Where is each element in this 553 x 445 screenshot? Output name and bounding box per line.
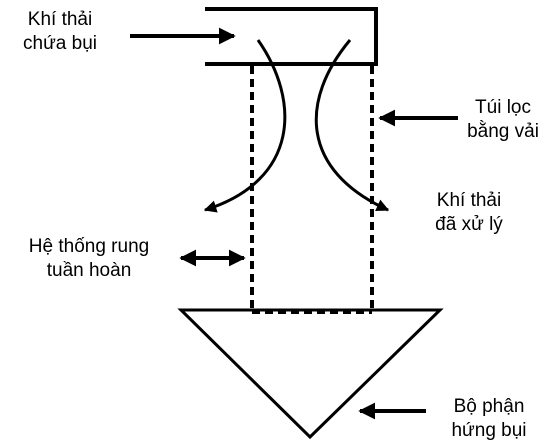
label-dust-hopper: Bộ phận hứng bụi (429, 395, 549, 443)
label-inlet-line2: chứa bụi (23, 33, 97, 54)
flow-curve-left (203, 39, 287, 213)
label-shaker-line2: tuần hoàn (46, 260, 132, 281)
label-filter-bag: Túi lọc bằng vải (462, 96, 544, 144)
label-shaker-line1: Hệ thống rung (28, 236, 150, 257)
inlet-housing (205, 7, 378, 66)
label-hopper-line1: Bộ phận (453, 396, 525, 417)
label-clean-outlet-line2: đã xử lý (435, 214, 503, 235)
label-inlet-gas: Khí thải chứa bụi (6, 8, 114, 56)
label-inlet-line1: Khí thải (27, 9, 93, 30)
label-filter-bag-line1: Túi lọc (475, 97, 531, 118)
label-clean-outlet-line1: Khí thải (436, 190, 502, 211)
flow-curve-right (314, 39, 390, 212)
label-hopper-line2: hứng bụi (451, 420, 527, 441)
label-clean-outlet: Khí thải đã xử lý (413, 189, 525, 237)
label-filter-bag-line2: bằng vải (467, 121, 539, 142)
filter-bag-outline (250, 66, 374, 314)
label-shaker-system: Hệ thống rung tuần hoàn (4, 235, 174, 283)
dust-hopper (177, 308, 444, 440)
